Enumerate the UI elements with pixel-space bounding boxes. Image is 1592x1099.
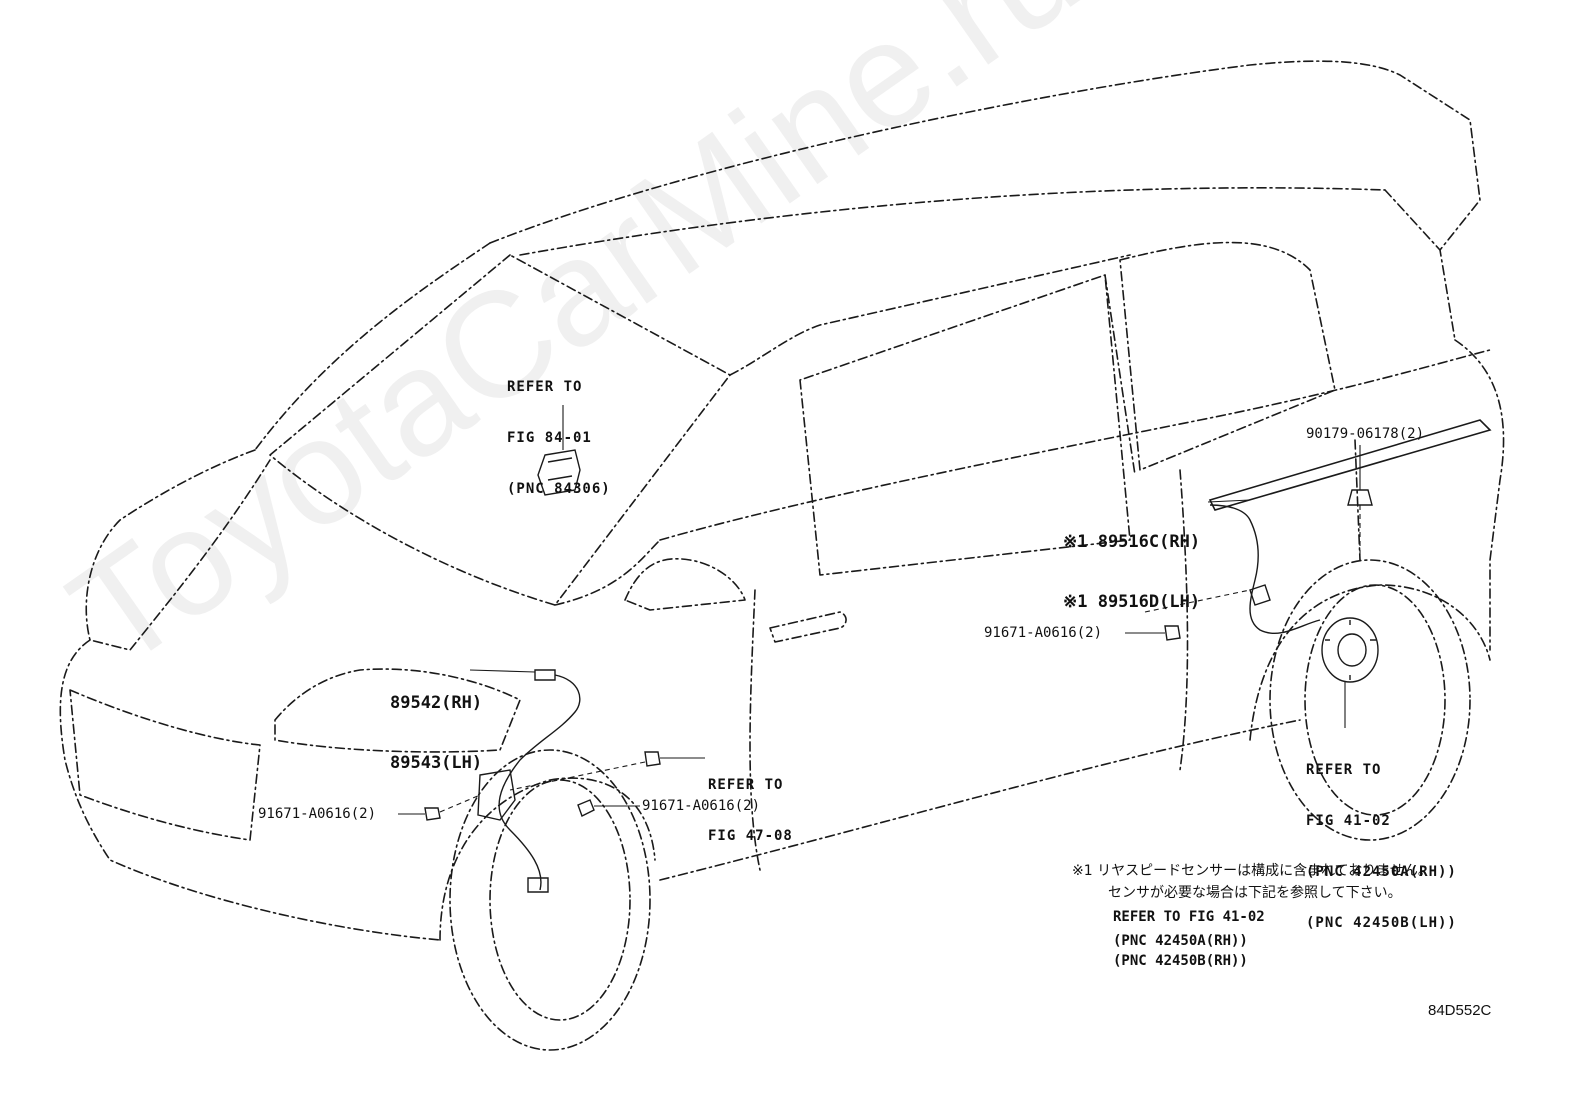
- front-sensor-rh: 89542(RH): [390, 693, 483, 713]
- front-door-window: [799, 274, 1131, 576]
- rear-tire-inner: [1304, 584, 1446, 816]
- rear-wheel-arch: [1249, 584, 1491, 741]
- rear-side-molding: [1208, 419, 1492, 511]
- rear-bolt-part: [1125, 589, 1251, 641]
- footnote-line-2: センサが必要な場合は下記を参照して下さい。: [1108, 885, 1402, 901]
- roof-outline: [489, 60, 1481, 341]
- rear-door-window: [1119, 241, 1336, 471]
- rear-bolt-label: 91671-A0616(2): [984, 625, 1103, 641]
- front-bumper: [59, 639, 441, 941]
- footnote-ref-1: REFER TO FIG 41-02: [1113, 909, 1265, 925]
- front-sensor-label: 89542(RH) 89543(LH): [390, 653, 482, 813]
- front-wheel-arch: [439, 777, 656, 941]
- side-mirror: [624, 558, 746, 611]
- front-bolt-left-label: 91671-A0616(2): [258, 806, 377, 822]
- windshield-ref-line-3: (PNC 84306): [507, 481, 611, 497]
- roof-side-line: [519, 187, 1386, 256]
- front-tire: [449, 749, 651, 1051]
- rear-sensor-label: ※1 89516C(RH) ※1 89516D(LH): [1063, 492, 1200, 652]
- rear-ref-line-2: FIG 41-02: [1306, 813, 1391, 829]
- grille: [69, 689, 261, 841]
- body-belt-line: [659, 349, 1491, 541]
- hood: [85, 449, 271, 651]
- front-door-front: [749, 589, 761, 871]
- windshield-ref-line-1: REFER TO: [507, 379, 583, 395]
- front-tire-inner: [489, 779, 631, 1021]
- door-handle: [769, 611, 847, 643]
- rear-clip-part: [1347, 445, 1373, 560]
- rear-tire: [1269, 559, 1471, 841]
- figure-code: 84D552C: [1428, 1002, 1492, 1019]
- rear-ref-line-3: (PNC 42450A(RH)): [1306, 864, 1457, 880]
- footnote-ref-2: (PNC 42450A(RH)): [1113, 933, 1248, 949]
- body-lower-line: [659, 719, 1301, 881]
- roof-front-edge: [254, 242, 491, 451]
- front-bolt-left-part: [398, 794, 481, 821]
- hood-right: [554, 539, 661, 606]
- rear-ref-label: REFER TO FIG 41-02 (PNC 42450A(RH)) (PNC…: [1306, 728, 1457, 966]
- footnote-ref-3: (PNC 42450B(RH)): [1113, 953, 1248, 969]
- headlight: [274, 668, 521, 753]
- footnote-line-1: ※1 リヤスピードセンサーは構成に含まれておりません。: [1072, 863, 1432, 879]
- front-ref-line-1: REFER TO: [708, 777, 784, 793]
- rear-door-rear: [1354, 439, 1361, 561]
- front-ref-line-2: FIG 47-08: [708, 828, 793, 844]
- rear-hub-part: [1321, 617, 1379, 728]
- front-bolt-right-part: [577, 799, 640, 817]
- rear-sensor-rh: ※1 89516C(RH): [1063, 532, 1201, 552]
- rain-sensor-part: [537, 405, 581, 496]
- rear-speed-sensor-part: [1207, 499, 1321, 635]
- front-door-rear: [1179, 469, 1189, 771]
- windshield: [269, 254, 731, 606]
- front-ref-bolt-part: [509, 751, 705, 791]
- rear-ref-line-1: REFER TO: [1306, 762, 1382, 778]
- rear-ref-line-4: (PNC 42450B(LH)): [1306, 915, 1457, 931]
- rear-clip-label: 90179-06178(2): [1306, 426, 1425, 442]
- roof-rear-edge: [1384, 189, 1441, 251]
- windshield-ref-line-2: FIG 84-01: [507, 430, 592, 446]
- rear-sensor-lh: ※1 89516D(LH): [1063, 592, 1201, 612]
- b-pillar: [1104, 274, 1136, 476]
- front-speed-sensor-part: [469, 669, 581, 893]
- front-ref-label: REFER TO FIG 47-08: [708, 743, 793, 879]
- windshield-ref-label: REFER TO FIG 84-01 (PNC 84306): [507, 345, 611, 532]
- a-pillar: [729, 254, 1131, 376]
- rear-body: [1454, 339, 1505, 651]
- front-bolt-right-label: 91671-A0616(2): [642, 798, 761, 814]
- front-sensor-lh: 89543(LH): [390, 753, 483, 773]
